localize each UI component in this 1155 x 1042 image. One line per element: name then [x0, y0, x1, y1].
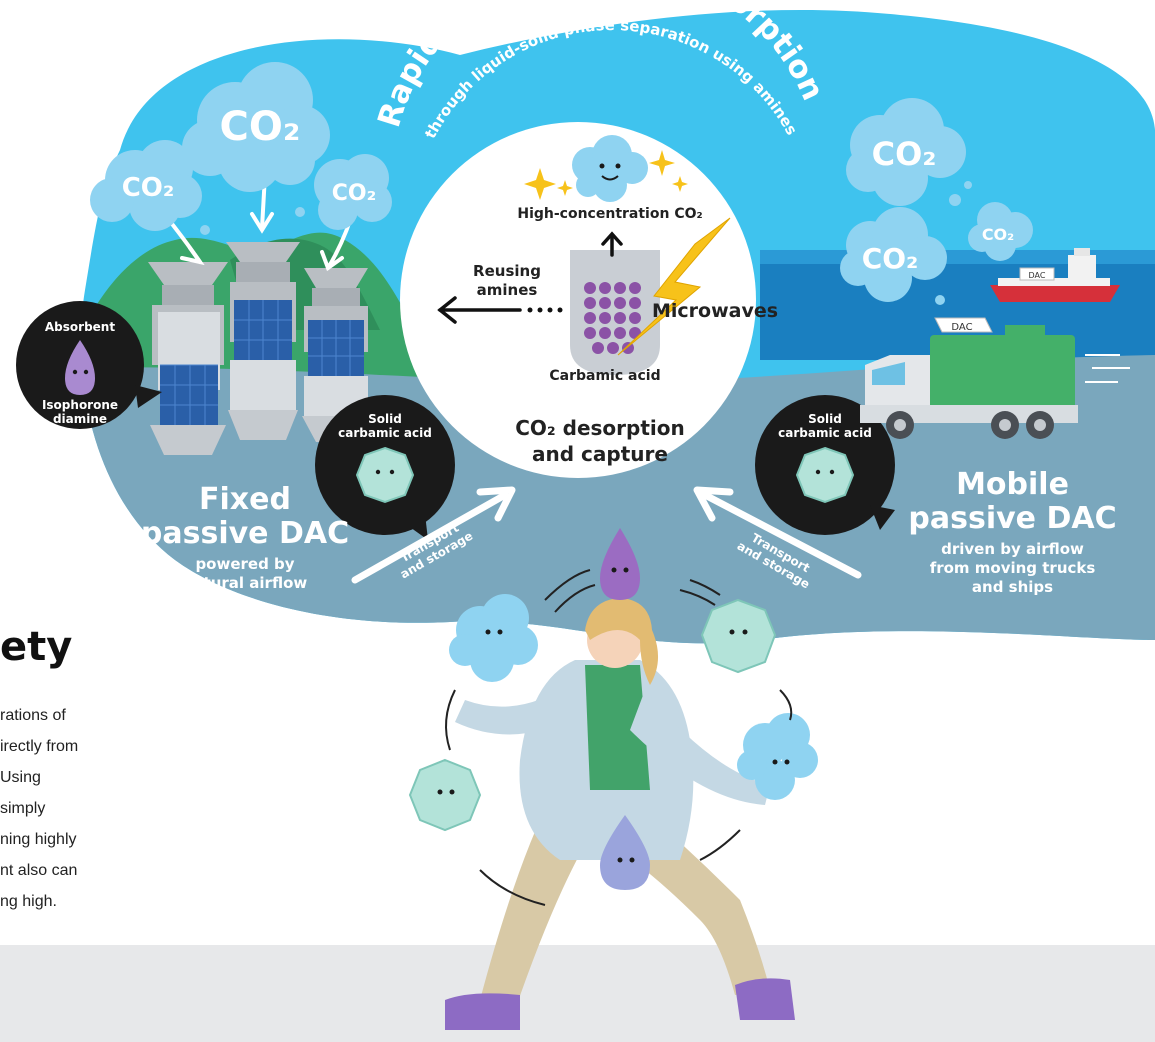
- transport-arrow-left: [351, 486, 516, 584]
- solid-carbamic-bubble-left: [315, 395, 455, 540]
- reusing-amines-label: Reusing amines: [462, 262, 552, 300]
- dac-towers: [148, 242, 370, 455]
- mobile-title-1: Mobile: [956, 467, 1069, 502]
- solid-carbamic-label-left: Solid carbamic acid: [330, 412, 440, 440]
- fixed-sub-1: powered by: [195, 555, 295, 573]
- left-arrow: [437, 296, 522, 324]
- truck: [860, 317, 1130, 439]
- fixed-title-2: passive DAC: [140, 516, 350, 551]
- cloud-left-small-label: CO₂: [122, 173, 175, 203]
- mobile-sub-3: and ships: [971, 578, 1054, 596]
- paragraph-line: simply: [0, 800, 46, 817]
- ship: [990, 248, 1120, 302]
- juggle-crystal-left: [408, 758, 482, 832]
- juggle-cloud-right: [737, 713, 818, 800]
- high-concentration-label: High-concentration CO₂: [517, 206, 703, 222]
- body-paragraph: rations of irectly from Using simply nin…: [0, 700, 78, 917]
- solid-carbamic-label-right: Solid carbamic acid: [770, 412, 880, 440]
- paragraph-line: Using: [0, 769, 41, 786]
- up-arrow: [601, 231, 623, 257]
- cloud-right-small: [968, 202, 1033, 261]
- juggle-cloud-left: [449, 594, 538, 682]
- solid-right-line-2: carbamic acid: [778, 426, 872, 440]
- mobile-sub-1: driven by airflow: [941, 540, 1084, 558]
- air-bubbles: [200, 181, 972, 305]
- juggle-drop-bottom: [600, 815, 650, 890]
- juggle-drop-top: [600, 528, 640, 600]
- scientist-juggler: [445, 598, 795, 1030]
- truck-dac-label: DAC: [951, 322, 972, 333]
- fixed-dac-caption: Fixed passive DAC powered by natural air…: [140, 483, 350, 593]
- cloud-left-small: [90, 140, 202, 231]
- cloud-left-big: [182, 62, 330, 192]
- cloud-left-mid: [314, 154, 392, 230]
- cloud-right-big: [846, 98, 966, 206]
- amines-label: amines: [476, 281, 538, 299]
- paragraph-line: ning highly: [0, 831, 77, 848]
- carbamic-acid-label: Carbamic acid: [549, 368, 661, 384]
- paragraph-line: rations of: [0, 707, 66, 724]
- lightning-icon: [617, 217, 731, 356]
- sparkle-icons: [524, 150, 688, 200]
- cloud-right-mid: [840, 207, 947, 302]
- isophorone-line-2: diamine: [52, 412, 108, 426]
- fixed-title-1: Fixed: [199, 482, 291, 517]
- mobile-sub-2: from moving trucks: [929, 559, 1096, 577]
- reusing-label: Reusing: [473, 262, 541, 280]
- floor-band: [0, 945, 1155, 1042]
- absorbent-label: Absorbent: [44, 320, 116, 334]
- juggle-faces: [437, 567, 790, 863]
- motion-lines: [445, 569, 793, 906]
- section-heading-fragment: ety: [0, 624, 73, 670]
- paragraph-line: nt also can: [0, 862, 78, 879]
- mobile-title-2: passive DAC: [908, 501, 1117, 536]
- desorption-line-2: and capture: [532, 442, 668, 466]
- solid-carbamic-bubble-right: [755, 395, 895, 535]
- ship-dac-label: DAC: [1029, 271, 1046, 280]
- isophorone-label: Isophorone diamine: [30, 398, 130, 426]
- juggle-crystal-right: [700, 598, 777, 674]
- cloud-left-big-label: CO₂: [220, 104, 301, 150]
- absorbent-bubble: [16, 301, 162, 429]
- fixed-sub-2: natural airflow: [182, 574, 308, 592]
- desorption-label: CO₂ desorption and capture: [470, 415, 730, 467]
- solid-left-line-2: carbamic acid: [338, 426, 432, 440]
- cloud-right-big-label: CO₂: [872, 135, 937, 173]
- happy-co2-cloud: [572, 135, 648, 202]
- paragraph-line: ng high.: [0, 893, 57, 910]
- paragraph-line: irectly from: [0, 738, 79, 755]
- mobile-dac-caption: Mobile passive DAC driven by airflow fro…: [900, 468, 1125, 597]
- dotted-line: [527, 307, 563, 313]
- cloud-left-mid-label: CO₂: [332, 181, 376, 206]
- isophorone-line-1: Isophorone: [41, 398, 119, 412]
- cloud-right-small-label: CO₂: [982, 225, 1014, 244]
- microwaves-label: Microwaves: [651, 300, 779, 322]
- test-tube: [570, 250, 660, 375]
- solid-right-line-1: Solid: [808, 412, 842, 426]
- cloud-right-mid-label: CO₂: [862, 242, 919, 275]
- transport-arrow-right: [693, 486, 862, 579]
- desorption-line-1: CO₂ desorption: [515, 416, 685, 440]
- solid-left-line-1: Solid: [368, 412, 402, 426]
